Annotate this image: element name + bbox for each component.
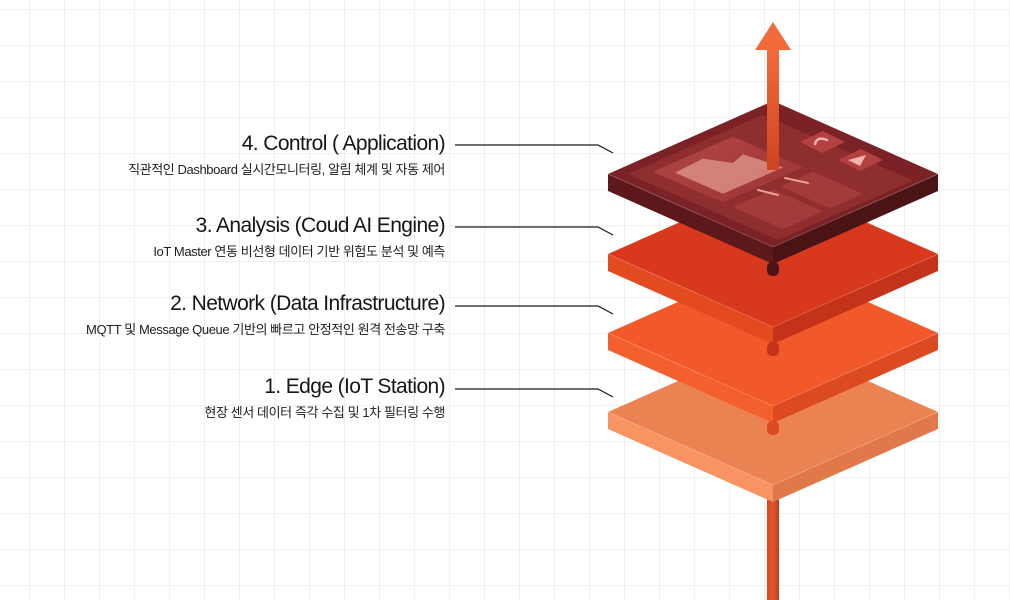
connector-stub bbox=[767, 342, 779, 356]
leader-line-network bbox=[455, 305, 614, 315]
layer-description: IoT Master 연동 비선형 데이터 기반 위험도 분석 및 예측 bbox=[153, 244, 445, 259]
leader-line-analysis bbox=[455, 226, 614, 236]
connector-stems bbox=[767, 495, 779, 600]
plate-edge-highlight bbox=[607, 253, 939, 328]
layer-title: 4. Control ( Application) bbox=[241, 132, 446, 155]
list-line bbox=[784, 177, 809, 184]
chart-mountain-icon bbox=[675, 154, 783, 194]
arrow-head-icon bbox=[755, 22, 791, 50]
play-triangle bbox=[848, 155, 866, 166]
plate-side-left bbox=[608, 174, 773, 264]
leader-line-control bbox=[455, 144, 614, 154]
layer-title: 2. Network (Data Infrastructure) bbox=[170, 292, 446, 315]
plate-control bbox=[607, 101, 939, 276]
layer-description: 직관적인 Dashboard 실시간모니터링, 알림 체계 및 자동 제어 bbox=[128, 162, 445, 177]
gauge-needle bbox=[813, 137, 829, 146]
connector-stub bbox=[767, 262, 779, 276]
plate-side-right bbox=[773, 254, 938, 344]
layer-description: 현장 센서 데이터 즉각 수집 및 1차 필터링 수행 bbox=[204, 405, 445, 420]
layer-description: MQTT 및 Message Queue 기반의 빠르고 안정적인 원격 전송망… bbox=[86, 322, 445, 337]
flow-stem-bottom bbox=[767, 495, 779, 600]
layer-plates bbox=[607, 101, 939, 502]
leader-line-edge bbox=[455, 388, 614, 398]
plate-side-right bbox=[773, 333, 938, 423]
plate-edge-highlight bbox=[607, 411, 939, 486]
arrow-shaft bbox=[767, 50, 779, 170]
list-panel-icon bbox=[733, 189, 823, 229]
leader-lines bbox=[455, 144, 614, 398]
layer-title: 1. Edge (IoT Station) bbox=[264, 375, 445, 398]
plate-side-right bbox=[773, 412, 938, 502]
layer-label-analysis: 3. Analysis (Coud AI Engine) IoT Master … bbox=[153, 213, 445, 261]
plate-side-right bbox=[773, 174, 938, 264]
flow-arrow-up bbox=[755, 22, 791, 170]
plate-edge-highlight bbox=[607, 173, 939, 248]
layer-label-control: 4. Control ( Application) 직관적인 Dashboard… bbox=[128, 131, 446, 179]
dashboard-ui bbox=[628, 114, 913, 240]
list-line bbox=[757, 189, 779, 196]
plate-side-left bbox=[608, 254, 773, 344]
plate-side-left bbox=[608, 412, 773, 502]
connector-stub bbox=[767, 421, 779, 435]
plate-edge-highlight bbox=[607, 332, 939, 407]
gauge-icon bbox=[800, 131, 845, 153]
layer-label-network: 2. Network (Data Infrastructure) MQTT 및 … bbox=[86, 291, 446, 339]
layer-title: 3. Analysis (Coud AI Engine) bbox=[195, 214, 446, 237]
layer-label-edge: 1. Edge (IoT Station) 현장 센서 데이터 즉각 수집 및 … bbox=[204, 374, 445, 422]
plate-side-left bbox=[608, 333, 773, 423]
